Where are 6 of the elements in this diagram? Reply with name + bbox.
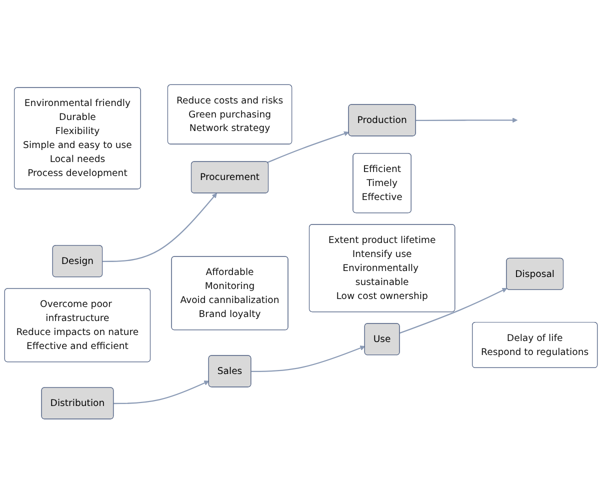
arrow (114, 380, 210, 404)
arrow (251, 346, 366, 372)
arrow (416, 118, 518, 123)
arrow (400, 288, 508, 334)
arrow (102, 193, 218, 262)
arrow (267, 131, 350, 164)
